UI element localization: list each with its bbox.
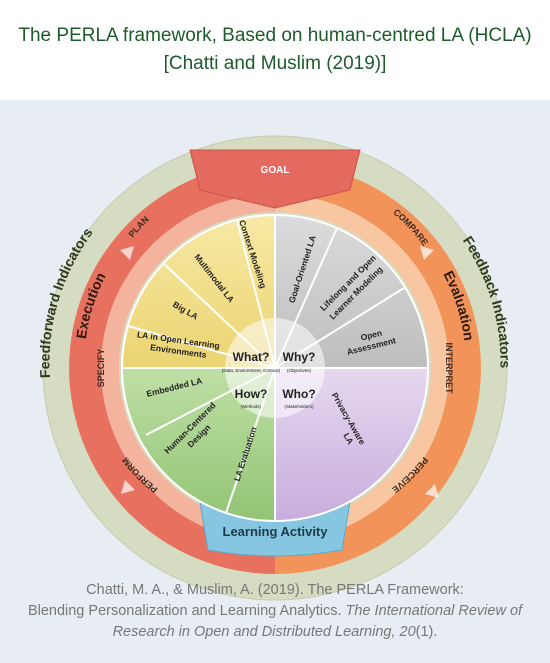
citation-caption: Chatti, M. A., & Muslim, A. (2019). The …: [20, 580, 530, 643]
chevron-left-upper: [120, 246, 134, 260]
why-subtitle: (Objectives): [287, 368, 312, 373]
cycle-band-right: [275, 194, 449, 542]
page-title: The PERLA framework, Based on human-cent…: [0, 22, 550, 78]
goal-arrow: [189, 149, 361, 209]
how-title: How?: [235, 387, 268, 401]
quadrant-what: [120, 213, 276, 369]
title-line-1: The PERLA framework, Based on human-cent…: [18, 25, 532, 46]
who-subtitle: (Stakeholders): [284, 404, 314, 409]
learning-activity-label: Learning Activity: [223, 524, 329, 539]
segment-privacy-2: LA: [341, 431, 355, 446]
what-title: What?: [233, 350, 270, 364]
interpret-label: INTERPRET: [444, 342, 454, 394]
perla-diagram: Feedforward Indicators Feedback Indicato…: [36, 135, 514, 601]
caption-text-2: Blending Personalization and Learning An…: [27, 603, 342, 619]
chevron-right-lower: [425, 484, 439, 498]
what-subtitle: (Data, Environment, Context): [222, 368, 281, 373]
caption-journal: The International Review of Research in …: [112, 603, 523, 640]
evaluation-arc: [275, 162, 481, 574]
execution-arc: [69, 162, 275, 574]
how-subtitle: (Methods): [241, 404, 262, 409]
specify-label: SPECIFY: [96, 349, 106, 388]
chevron-left-lower: [121, 480, 135, 494]
quadrant-why: [274, 213, 430, 369]
caption-issue: (1).: [415, 624, 438, 640]
cycle-band-left: [101, 194, 275, 542]
goal-label: GOAL: [261, 165, 290, 176]
why-title: Why?: [283, 350, 316, 364]
chevron-right-upper: [420, 246, 434, 260]
figure-panel: Feedforward Indicators Feedback Indicato…: [0, 100, 550, 663]
quadrant-who: [274, 367, 430, 523]
title-line-2: [Chatti and Muslim (2019)]: [163, 53, 387, 74]
who-title: Who?: [282, 387, 315, 401]
caption-text-1: Chatti, M. A., & Muslim, A. (2019). The …: [86, 582, 464, 598]
